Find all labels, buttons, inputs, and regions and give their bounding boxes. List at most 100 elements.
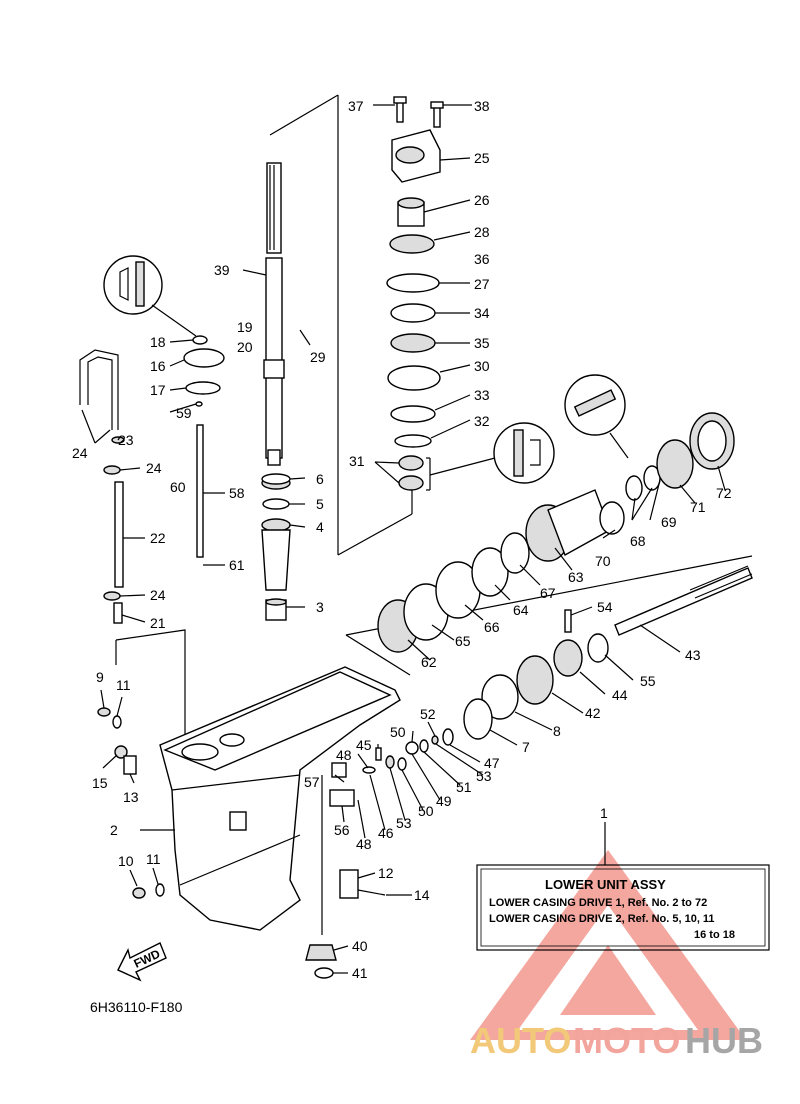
part-label: 43 (685, 647, 701, 663)
part-label: 62 (421, 654, 437, 670)
watermark-moto: MOTO (573, 1020, 680, 1061)
part-label: 35 (474, 335, 490, 351)
part-label: 26 (474, 192, 490, 208)
part-label: 48 (356, 836, 372, 852)
part-label: 41 (352, 965, 368, 981)
fwd-arrow-icon (117, 942, 167, 982)
part-label: 53 (396, 815, 412, 831)
shift-rod-assembly (79, 255, 225, 624)
part-label: 39 (214, 262, 230, 278)
part-label: 48 (336, 747, 352, 763)
watermark-text: AUTO MOTO HUB (470, 1020, 763, 1061)
part-label: 50 (390, 724, 406, 740)
part-label: 59 (176, 405, 192, 421)
part-label: 53 (476, 768, 492, 784)
part-label: 47 (484, 755, 500, 771)
part-label: 66 (484, 619, 500, 635)
part-label: 10 (118, 853, 134, 869)
part-label: 32 (474, 413, 490, 429)
part-label: 24 (72, 445, 88, 461)
leader-lines (81, 104, 726, 974)
part-label: 34 (474, 305, 490, 321)
part-label: 14 (414, 887, 430, 903)
part-label: 70 (595, 553, 611, 569)
part-label: 58 (229, 485, 245, 501)
part-label: 49 (436, 793, 452, 809)
part-label: 7 (522, 739, 530, 755)
watermark-hub: HUB (685, 1020, 763, 1061)
part-label: 8 (553, 723, 561, 739)
legend-box (476, 822, 770, 951)
lower-casing (159, 666, 401, 931)
part-label: 28 (474, 224, 490, 240)
small-parts (97, 707, 386, 979)
part-label: 16 (150, 358, 166, 374)
part-label: 56 (334, 822, 350, 838)
legend-line-3: 16 to 18 (694, 929, 735, 941)
part-label: 33 (474, 387, 490, 403)
part-label: 30 (474, 358, 490, 374)
part-label: 69 (661, 514, 677, 530)
part-label: 15 (92, 775, 108, 791)
part-label: 27 (474, 276, 490, 292)
part-label: 54 (597, 599, 613, 615)
part-label: 44 (612, 687, 628, 703)
part-label: 38 (474, 98, 490, 114)
part-label: 11 (146, 851, 161, 867)
part-label: 3 (316, 599, 324, 615)
part-label: 55 (640, 673, 656, 689)
part-label: 24 (146, 460, 162, 476)
part-label: 4 (316, 519, 324, 535)
part-label: 19 (237, 319, 253, 335)
part-label: 65 (455, 633, 471, 649)
part-label: 67 (540, 585, 556, 601)
part-label: 31 (349, 453, 365, 469)
part-label: 18 (150, 334, 166, 350)
legend-title: LOWER UNIT ASSY (545, 877, 666, 892)
part-label: 29 (310, 349, 326, 365)
diagram-code: 6H36110-F180 (90, 999, 183, 1015)
part-label: 12 (378, 865, 394, 881)
part-label: 22 (150, 530, 166, 546)
watermark-auto: AUTO (470, 1020, 571, 1061)
part-label: 37 (348, 98, 364, 114)
water-pump (386, 96, 444, 491)
part-label: 63 (568, 569, 584, 585)
part-label: 71 (690, 499, 706, 515)
part-label: 9 (96, 669, 104, 685)
part-label: 60 (170, 479, 186, 495)
part-label: 17 (150, 382, 166, 398)
part-label: 6 (316, 471, 324, 487)
part-label: 68 (630, 533, 646, 549)
part-label: 11 (116, 677, 131, 693)
frame-lines (115, 94, 753, 745)
part-labels: 1 2 3 4 5 6 7 8 9 10 11 11 12 13 14 15 1… (72, 98, 732, 981)
part-label: 25 (474, 150, 490, 166)
part-label: 5 (316, 496, 324, 512)
watermark-logo (470, 850, 746, 1040)
part-label: 13 (123, 789, 139, 805)
part-label: 42 (585, 705, 601, 721)
shift-components (329, 728, 454, 807)
part-label: 20 (237, 339, 253, 355)
part-label: 2 (110, 822, 118, 838)
legend-line-2: LOWER CASING DRIVE 2, Ref. No. 5, 10, 11 (489, 913, 715, 925)
bearing-callouts (429, 374, 629, 484)
legend-line-1: LOWER CASING DRIVE 1, Ref. No. 2 to 72 (489, 897, 707, 909)
part-label: 64 (513, 602, 529, 618)
propeller-shaft (377, 412, 753, 740)
part-label: 23 (118, 432, 134, 448)
part-label: 36 (474, 251, 490, 267)
part-label: 21 (150, 615, 166, 631)
drive-shaft (263, 162, 285, 466)
part-label: 51 (456, 779, 472, 795)
part-label: 46 (378, 825, 394, 841)
part-label: 50 (418, 803, 434, 819)
part-label: 52 (420, 706, 436, 722)
part-label: 72 (716, 485, 732, 501)
part-label: 24 (150, 587, 166, 603)
part-label: 40 (352, 938, 368, 954)
part-label: 1 (600, 805, 608, 821)
